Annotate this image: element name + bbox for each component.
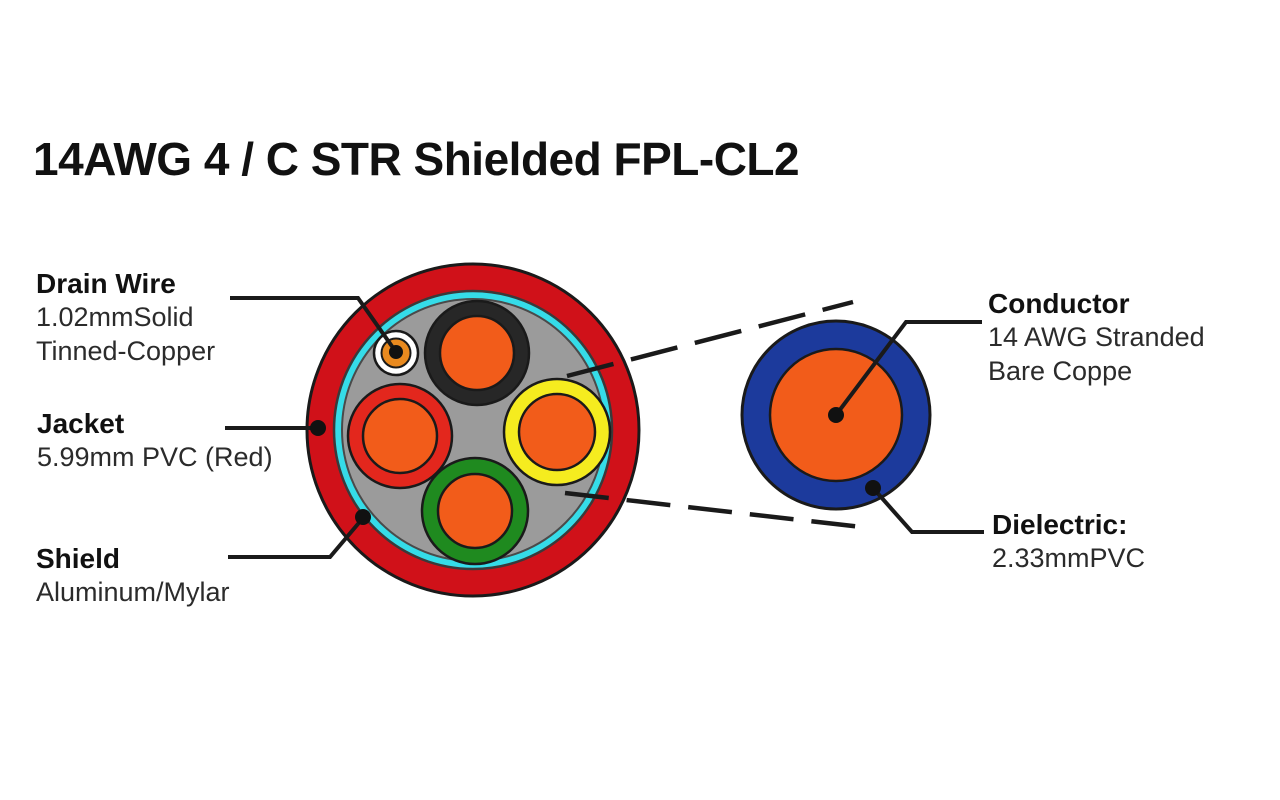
conductor-red-core (361, 397, 439, 475)
conductor-spec-line2: Bare Coppe (988, 356, 1133, 386)
conductor-yellow-core (517, 392, 597, 472)
callout-dielectric: Dielectric: 2.33mmPVC (992, 509, 1145, 575)
conductor-green-core (436, 472, 514, 550)
callout-drain-wire: Drain Wire 1.02mmSolid Tinned-Copper (36, 268, 215, 368)
jacket-leader-dot (310, 420, 326, 436)
callout-shield: Shield Aluminum/Mylar (36, 543, 230, 609)
dielectric-leader-line (871, 486, 984, 534)
drain-wire-spec-line1: 1.02mmSolid (36, 302, 194, 332)
conductor-label: Conductor (988, 288, 1130, 319)
shield-label: Shield (36, 543, 121, 574)
callout-conductor: Conductor 14 AWG Stranded Bare Coppe (988, 288, 1205, 388)
magnify-dashed-line-bottom (564, 490, 871, 531)
page-title: 14AWG 4 / C STR Shielded FPL-CL2 (33, 133, 800, 185)
conductor-leader-dot (828, 407, 844, 423)
leader-dots (310, 345, 881, 525)
dielectric-leader-dot (865, 480, 881, 496)
dielectric-label: Dielectric: (992, 509, 1128, 540)
shield-leader-dot (355, 509, 371, 525)
drain-wire-leader-dot (389, 345, 403, 359)
magnify-dashed-line-top (566, 299, 854, 379)
conductor-leader-line (834, 320, 982, 417)
cable-cross-section (305, 262, 641, 598)
conductor-red (346, 382, 454, 490)
drain-wire-spec-line2: Tinned-Copper (36, 336, 216, 366)
conductor-green (420, 456, 530, 566)
conductor-spec-line1: 14 AWG Stranded (988, 322, 1205, 352)
jacket-spec-line1: 5.99mm PVC (Red) (37, 442, 273, 472)
conductor-yellow (502, 377, 612, 487)
shield-spec-line1: Aluminum/Mylar (36, 577, 230, 607)
jacket-label: Jacket (37, 408, 125, 439)
drain-wire-label: Drain Wire (36, 268, 176, 299)
drain-wire-leader-line (230, 296, 398, 354)
conductor-black (423, 299, 531, 407)
callout-jacket: Jacket 5.99mm PVC (Red) (37, 408, 273, 474)
dielectric-spec-line1: 2.33mmPVC (992, 543, 1146, 573)
conductor-black-core (438, 314, 516, 392)
leader-lines (225, 296, 984, 559)
shield-leader-line (228, 516, 365, 559)
